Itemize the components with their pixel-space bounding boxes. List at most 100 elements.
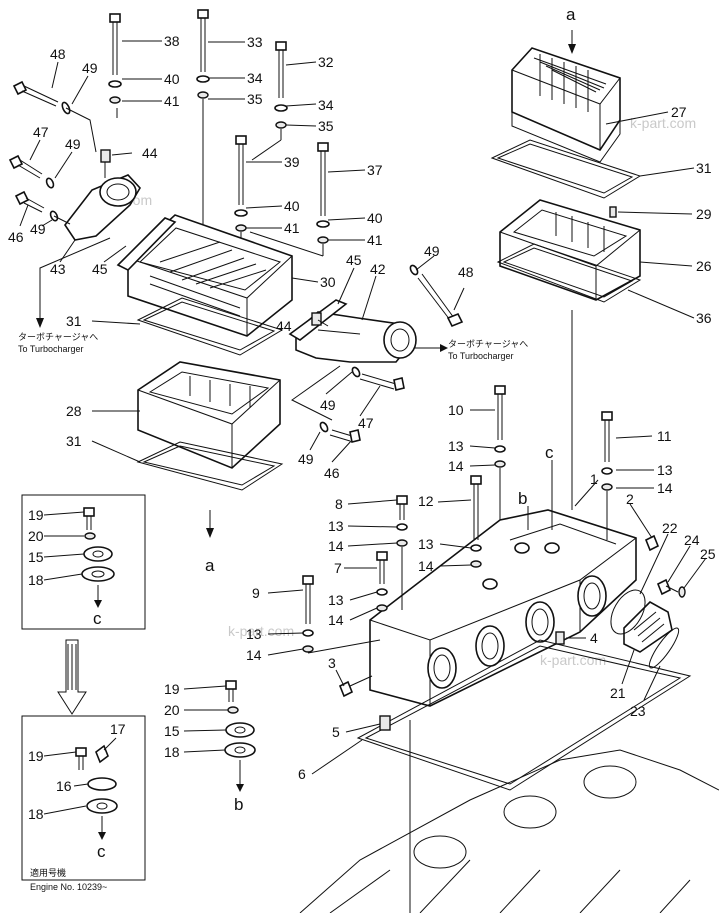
big-arrow-down-icon (57, 639, 87, 715)
callout-45: 45 (92, 261, 108, 277)
leader-line (291, 365, 341, 421)
callout-18: 18 (164, 744, 180, 760)
ref-b-left: b (234, 795, 243, 814)
callout-49: 49 (298, 451, 314, 467)
aftercooler-core-27 (511, 47, 621, 163)
callout-11: 11 (657, 428, 672, 444)
callout-18: 18 (28, 572, 44, 588)
ref-c-inset-lower: c (97, 842, 106, 861)
callout-13: 13 (418, 536, 434, 552)
callout-41: 41 (284, 220, 300, 236)
callout-29: 29 (696, 206, 712, 222)
gasket-23 (648, 627, 680, 669)
callout-20: 20 (28, 528, 44, 544)
callout-39: 39 (284, 154, 300, 170)
callout-35: 35 (318, 118, 334, 134)
callout-18: 18 (28, 806, 44, 822)
ref-a-left: a (205, 556, 215, 575)
callout-2: 2 (626, 491, 634, 507)
callout-14: 14 (448, 458, 464, 474)
callout-31: 31 (66, 433, 82, 449)
bolt-24 (656, 578, 679, 596)
callout-42: 42 (370, 261, 386, 277)
arrow-down-icon (206, 528, 214, 538)
ref-b-center: b (518, 489, 527, 508)
watermark: k-part.com (630, 115, 696, 131)
gasket-31-left-upper (136, 297, 284, 356)
callout-1: 1 (590, 471, 598, 487)
gasket-36 (496, 243, 642, 303)
ref-a-top: a (566, 5, 576, 24)
arrow-down-icon (36, 318, 44, 328)
leader-line (53, 215, 71, 225)
bolt-37 (249, 142, 330, 257)
watermark: k-part.com (228, 623, 294, 639)
callout-21: 21 (610, 685, 626, 701)
turbo-note-jp: ターボチャージャへ (18, 332, 98, 342)
ref-c-inset-upper: c (93, 609, 102, 628)
callout-13: 13 (328, 518, 344, 534)
engine-applicability-note: 適用号機 Engine No. 10239~ (30, 867, 107, 892)
callout-27: 27 (671, 104, 687, 120)
callout-40: 40 (367, 210, 383, 226)
bolt-46-left (14, 190, 59, 222)
callout-34: 34 (318, 97, 334, 113)
callout-14: 14 (328, 612, 344, 628)
callout-14: 14 (328, 538, 344, 554)
callout-leaders (19, 40, 707, 815)
turbo-note-right: ターボチャージャへ To Turbocharger (448, 339, 528, 361)
callout-23: 23 (630, 703, 646, 719)
callout-15: 15 (28, 549, 44, 565)
callout-38: 38 (164, 33, 180, 49)
callout-3: 3 (328, 655, 336, 671)
turbo-note-jp: ターボチャージャへ (448, 339, 528, 349)
inset-box-c-lower (21, 715, 146, 881)
plug-5 (379, 715, 391, 731)
manifold-1 (369, 509, 637, 707)
dowel-4 (555, 631, 565, 645)
callout-44: 44 (142, 145, 158, 161)
leader-line (65, 107, 97, 153)
aftercooler-case-28 (137, 361, 281, 469)
callout-14: 14 (418, 558, 434, 574)
callout-48: 48 (50, 46, 66, 62)
callout-13: 13 (448, 438, 464, 454)
case-26 (499, 199, 641, 301)
gasket-31-right (490, 139, 642, 199)
callout-36: 36 (696, 310, 712, 326)
callout-20: 20 (164, 702, 180, 718)
elbow-43 (64, 174, 141, 241)
callout-26: 26 (696, 258, 712, 274)
cover-21 (623, 601, 673, 653)
turbo-note-en: To Turbocharger (448, 351, 514, 361)
callout-49: 49 (424, 243, 440, 259)
callout-6: 6 (298, 766, 306, 782)
callout-5: 5 (332, 724, 340, 740)
callout-48: 48 (458, 264, 474, 280)
callout-10: 10 (448, 402, 464, 418)
callout-37: 37 (367, 162, 383, 178)
callout-40: 40 (284, 198, 300, 214)
callout-49: 49 (82, 60, 98, 76)
watermark: k-part.com (540, 652, 606, 668)
plug-2 (644, 534, 660, 552)
callout-31: 31 (696, 160, 712, 176)
bolt-32 (251, 41, 288, 161)
washer-25 (678, 586, 686, 598)
callout-13: 13 (657, 462, 673, 478)
callout-25: 25 (700, 546, 716, 562)
bolt-47-left (8, 154, 55, 189)
callout-14: 14 (657, 480, 673, 496)
callout-49: 49 (65, 136, 81, 152)
callout-32: 32 (318, 54, 334, 70)
callout-47: 47 (33, 124, 49, 140)
bolt-11 (601, 411, 613, 540)
callout-49: 49 (320, 397, 336, 413)
callout-17: 17 (110, 721, 126, 737)
bolt-48-left (12, 80, 71, 115)
gasket-22 (610, 589, 646, 635)
inset-box-c-upper (21, 494, 146, 630)
callout-8: 8 (335, 496, 343, 512)
